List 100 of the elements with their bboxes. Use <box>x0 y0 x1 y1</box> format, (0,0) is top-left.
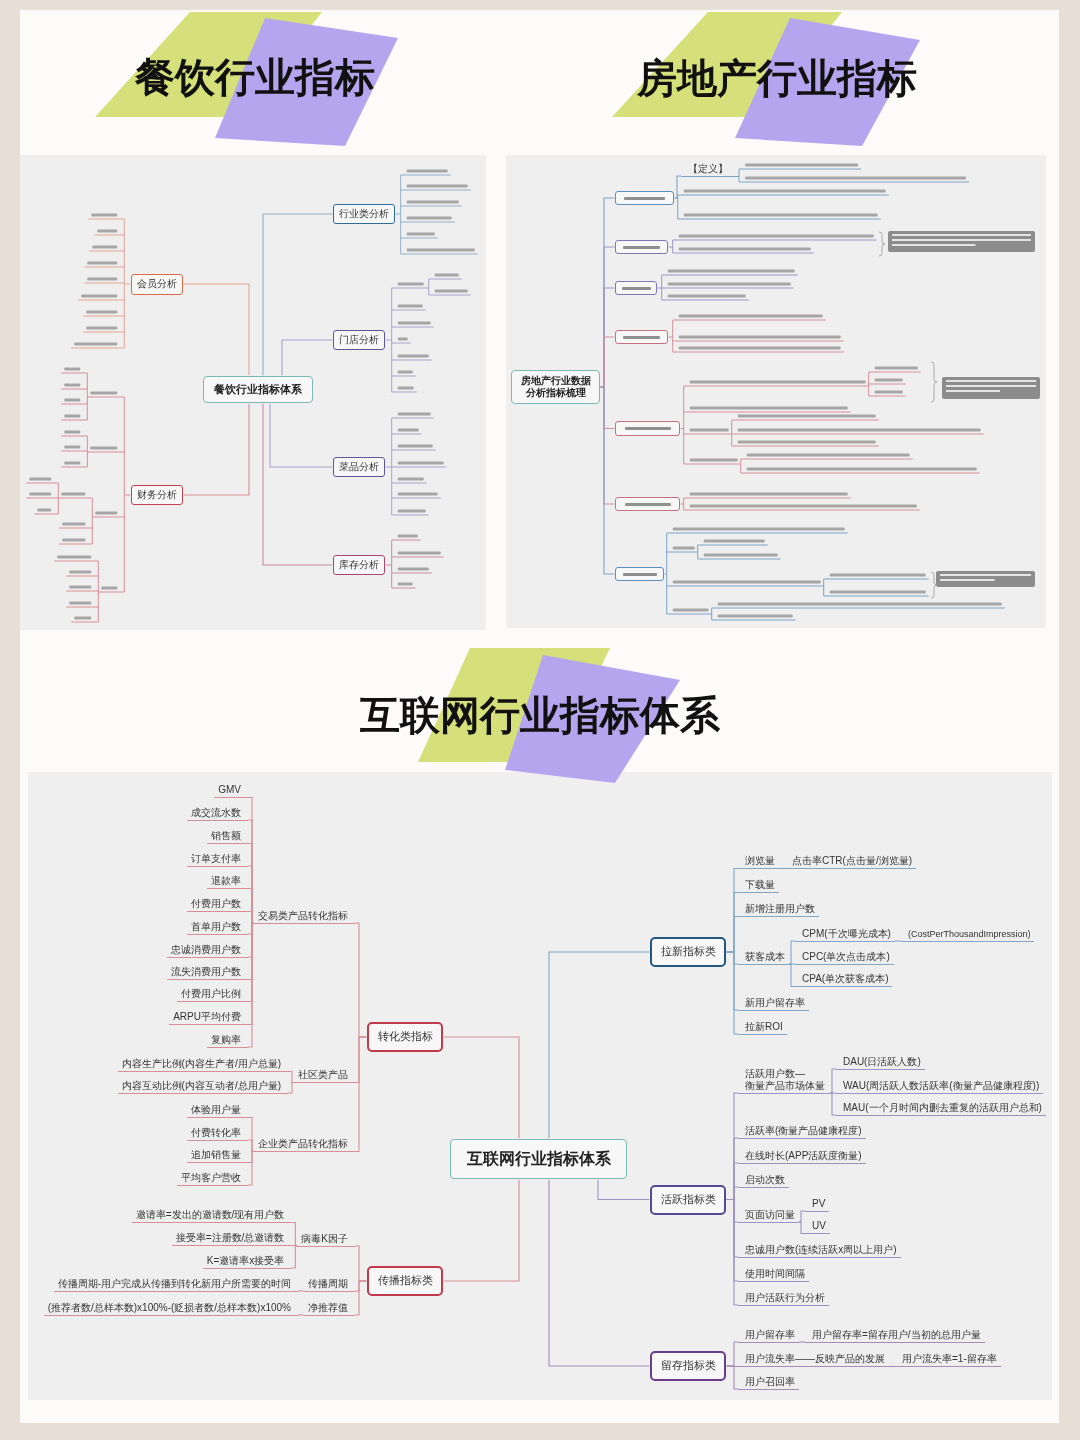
connector-line <box>788 963 796 988</box>
connector-line <box>888 1365 896 1368</box>
subtopic-label: 在线时长(APP活跃度衡量) <box>738 1149 866 1164</box>
subtopic-label: K=邀请率x接受率 <box>202 1254 292 1269</box>
connector-line <box>262 403 333 566</box>
topic-box: 行业类分析 <box>333 204 395 224</box>
topic-box: 库存分析 <box>333 555 385 575</box>
connector-line <box>726 951 739 1035</box>
subtopic-label: 成交流水数 <box>187 806 248 821</box>
topic-box: 留存指标类 <box>650 1351 726 1381</box>
connector-line <box>287 1081 295 1094</box>
subtopic-label: 新增注册用户数 <box>738 903 819 917</box>
subtopic-label: 浏览量 <box>738 855 779 869</box>
topic-box: 传播指标类 <box>367 1266 443 1296</box>
subtopic-label: 付费转化率 <box>187 1126 248 1141</box>
subtopic-label: 启动次数 <box>738 1173 789 1188</box>
connector-line <box>726 1198 739 1306</box>
subtopic-label: 下载量 <box>738 879 779 893</box>
subtopic-label: 用户流失率——反映产品的发展 <box>738 1353 889 1367</box>
connector-line <box>297 1314 305 1316</box>
connector-line <box>597 1179 650 1201</box>
connector-line <box>290 1221 298 1247</box>
subtopic-label: 邀请率=发出的邀请数/现有用户数 <box>131 1209 292 1223</box>
subtopic-label: PV <box>805 1197 830 1212</box>
subtopic-label: 交易类产品转化指标 <box>254 909 355 924</box>
subtopic-label: (推荐者数/总样本数)x100%-(贬损者数/总样本数)x100% <box>43 1301 298 1316</box>
connector-line <box>548 951 650 1139</box>
connector-line <box>778 867 786 870</box>
subtopic-label: 接受率=注册数/总邀请数 <box>171 1232 292 1246</box>
subtopic-label: 追加销售量 <box>187 1149 248 1163</box>
connector-line <box>788 940 796 965</box>
topic-box <box>615 497 680 511</box>
connector-line <box>247 1150 255 1186</box>
connector-line <box>829 1092 837 1116</box>
connector-line <box>262 213 333 376</box>
topic-box: 转化类指标 <box>367 1022 443 1052</box>
connector-line <box>281 339 333 376</box>
topic-box: 财务分析 <box>131 485 183 505</box>
panel-title: 互联网行业指标体系 <box>360 692 720 738</box>
subtopic-label: 使用时间间隔 <box>738 1267 809 1282</box>
connector-line <box>798 1210 806 1223</box>
connector-line <box>600 386 615 575</box>
subtopic-label: 活跃率(衡量产品健康程度) <box>738 1124 866 1139</box>
subtopic-label: UV <box>805 1220 830 1234</box>
subtopic-label: 页面访问量 <box>738 1208 799 1223</box>
central-topic-box: 房地产行业数据分析指标梳理 <box>511 370 600 404</box>
topic-box: 拉新指标类 <box>650 937 726 967</box>
connector-line <box>674 175 682 199</box>
connector-line <box>829 1068 837 1094</box>
connector-line <box>798 1221 806 1235</box>
subtopic-label: 社区类产品 <box>294 1069 355 1083</box>
subtopic-label: WAU(周活跃人数活跃率(衡量产品健康程度)) <box>836 1079 1044 1094</box>
subtopic-label: DAU(日活跃人数) <box>836 1055 925 1070</box>
subtopic-label: 内容生产比例(内容生产者/用户总量) <box>117 1058 288 1072</box>
subtopic-label: 用户留存率 <box>738 1328 799 1343</box>
connector-line <box>726 1365 739 1390</box>
connector-line <box>269 403 333 468</box>
subtopic-label: 退款率 <box>207 875 248 889</box>
subtopic-label: 用户活跃行为分析 <box>738 1291 829 1306</box>
subtopic-label: CPM(千次曝光成本) <box>795 927 895 942</box>
subtopic-label: 点击率CTR(点击量/浏览量) <box>785 855 916 869</box>
connector-line <box>548 1179 650 1367</box>
subtopic-label: (CostPerThousandImpression) <box>900 927 1035 942</box>
subtopic-label: 平均客户营收 <box>177 1171 248 1186</box>
topic-box <box>615 240 668 254</box>
connector-line <box>290 1244 298 1247</box>
topic-box <box>615 191 674 205</box>
central-topic-box: 餐饮行业指标体系 <box>203 376 313 403</box>
subtopic-label: 用户留存率=留存用户/当初的总用户量 <box>805 1328 985 1343</box>
topic-box: 门店分析 <box>333 330 385 350</box>
connector-line <box>443 1179 520 1282</box>
subtopic-label: 首单用户数 <box>187 920 248 935</box>
connector-line <box>183 283 250 376</box>
subtopic-label: 体验用户量 <box>187 1104 248 1118</box>
topic-box <box>615 421 680 436</box>
connector-line <box>894 940 902 942</box>
topic-box: 活跃指标类 <box>650 1184 726 1215</box>
subtopic-label: 付费用户比例 <box>177 988 248 1002</box>
subtopic-label: 内容互动比例(内容互动者/总用户量) <box>117 1079 288 1094</box>
subtopic-label: 【定义】 <box>681 162 739 177</box>
subtopic-label: 获客成本 <box>738 950 789 965</box>
connector-line <box>287 1070 295 1084</box>
subtopic-label: 企业类产品转化指标 <box>254 1138 355 1152</box>
subtopic-label: ARPU平均付费 <box>169 1011 248 1025</box>
topic-box: 会员分析 <box>131 273 183 295</box>
connector-line <box>247 910 255 924</box>
subtopic-label: 忠诚用户数(连续活跃x周以上用户) <box>738 1243 901 1258</box>
subtopic-label: 拉新ROI <box>738 1020 787 1035</box>
topic-box <box>615 281 657 295</box>
central-topic-box: 互联网行业指标体系 <box>450 1139 627 1179</box>
subtopic-label: 复购率 <box>207 1033 248 1048</box>
subtopic-label: 净推荐值 <box>304 1301 355 1316</box>
subtopic-label: 新用户留存率 <box>738 996 809 1011</box>
subtopic-label: 传播周期-用户完成从传播到转化新用户所需要的时间 <box>53 1277 298 1292</box>
subtopic-label: CPA(单次获客成本) <box>795 973 893 987</box>
connector-line <box>297 1290 305 1292</box>
subtopic-label: GMV <box>214 784 248 798</box>
connector-line <box>290 1245 298 1269</box>
subtopic-label: 活跃用户数— 衡量产品市场体量 <box>738 1067 830 1094</box>
connector-line <box>183 403 250 496</box>
